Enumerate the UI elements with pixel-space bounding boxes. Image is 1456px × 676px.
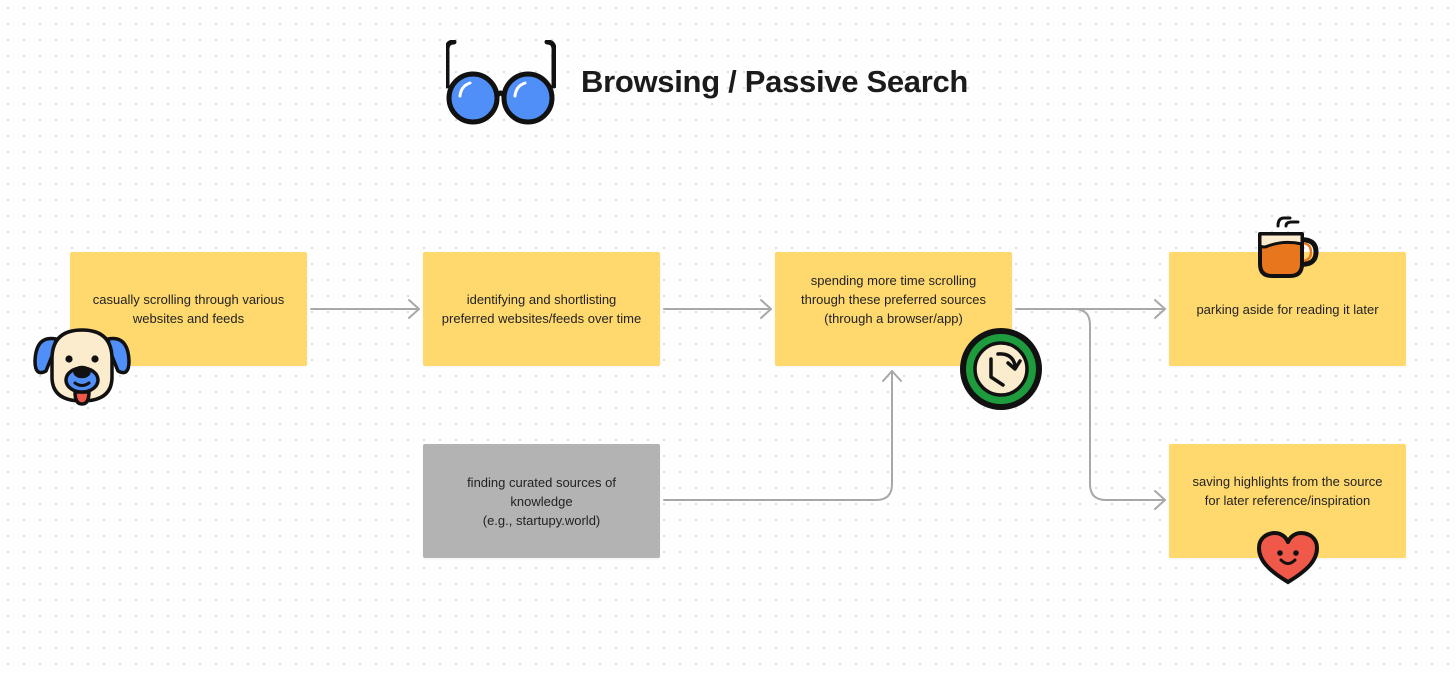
sticky-note-text: saving highlights from the source for la… <box>1192 474 1383 508</box>
sticky-note-shortlisting[interactable]: identifying and shortlisting preferred w… <box>423 252 660 366</box>
arrowhead-n6 <box>1154 490 1166 510</box>
sticky-note-curated-sources[interactable]: finding curated sources of knowledge (e.… <box>423 444 660 558</box>
arrowhead-n3-left <box>760 299 772 319</box>
sticky-note-text: identifying and shortlisting preferred w… <box>441 292 642 326</box>
arrowhead-n4 <box>1154 299 1166 319</box>
sticky-note-text: parking aside for reading it later <box>1196 301 1379 317</box>
connector-n5-n3 <box>663 370 893 501</box>
heart-icon <box>1257 531 1319 584</box>
dog-icon <box>33 328 131 406</box>
sticky-note-text: spending more time scrolling through the… <box>801 272 986 326</box>
sticky-note-preferred-sources[interactable]: spending more time scrolling through the… <box>775 252 1012 366</box>
coffee-mug-icon <box>1258 216 1319 278</box>
sticky-note-text: casually scrolling through various websi… <box>92 292 285 326</box>
connector-n3-n6 <box>1073 308 1166 501</box>
arrowhead-n2 <box>408 299 420 319</box>
clock-refresh-icon <box>960 328 1042 410</box>
glasses-icon <box>446 40 556 125</box>
diagram-header: Browsing / Passive Search <box>446 40 1006 130</box>
sticky-note-text: finding curated sources of knowledge (e.… <box>467 474 616 528</box>
arrowhead-n3-bottom <box>882 370 902 382</box>
diagram-title: Browsing / Passive Search <box>581 64 969 99</box>
